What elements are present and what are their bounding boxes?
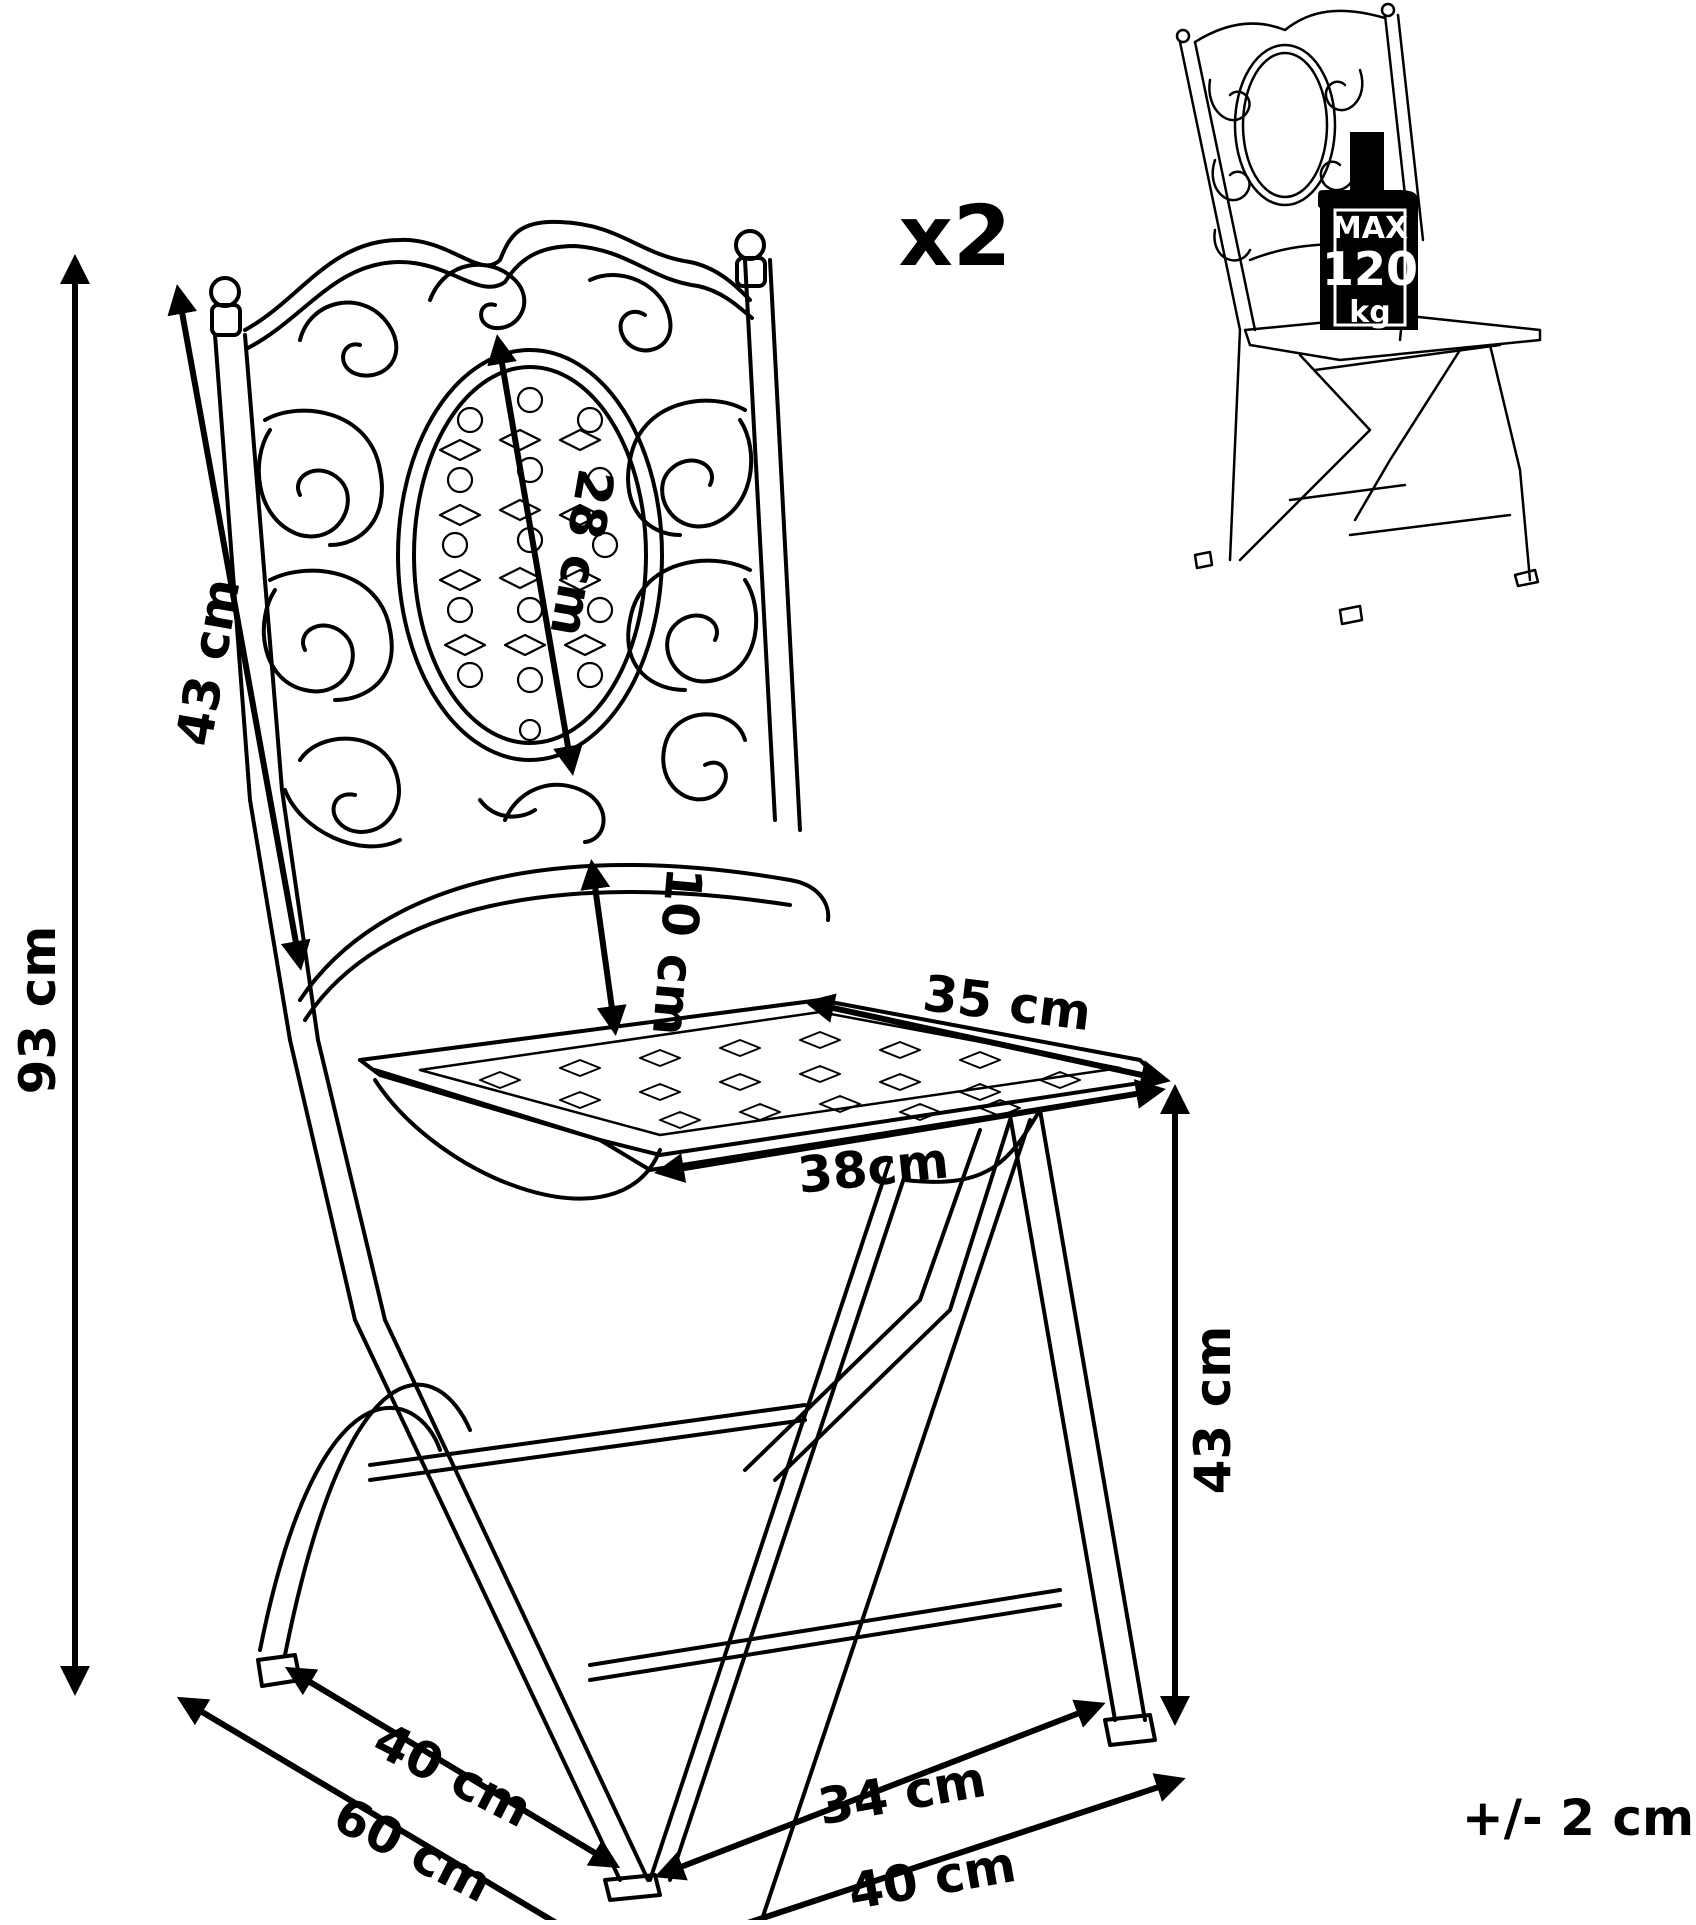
- seat-width-line: [654, 1079, 1166, 1183]
- tolerance-label: +/- 2 cm: [1462, 1789, 1694, 1847]
- dimension-lines: [60, 254, 1190, 1925]
- total-height-label: 93 cm: [9, 926, 67, 1095]
- chair-illustration: [209, 219, 1162, 1925]
- overall-width-label: 40 cm: [844, 1835, 1020, 1920]
- max-load-unit-label: kg: [1349, 295, 1390, 330]
- back-gap-line: [580, 859, 627, 1036]
- max-load-badge: MAX 120 kg: [1318, 132, 1418, 330]
- quantity-label: x2: [899, 187, 1012, 285]
- dimension-labels: 93 cm 43 cm 28 cm 10 cm 35 cm 38cm 43 cm…: [9, 187, 1694, 1921]
- max-load-value-label: 120: [1322, 242, 1418, 296]
- overall-depth-line: [176, 1696, 616, 1925]
- seat-depth-line: [804, 993, 1171, 1090]
- backrest-height-line: [167, 284, 311, 971]
- pattern-height-line: [487, 334, 583, 776]
- front-leg-width-label: 34 cm: [814, 1750, 990, 1836]
- seat-height-label: 43 cm: [1184, 1326, 1242, 1495]
- max-load-top-label: MAX: [1332, 211, 1408, 246]
